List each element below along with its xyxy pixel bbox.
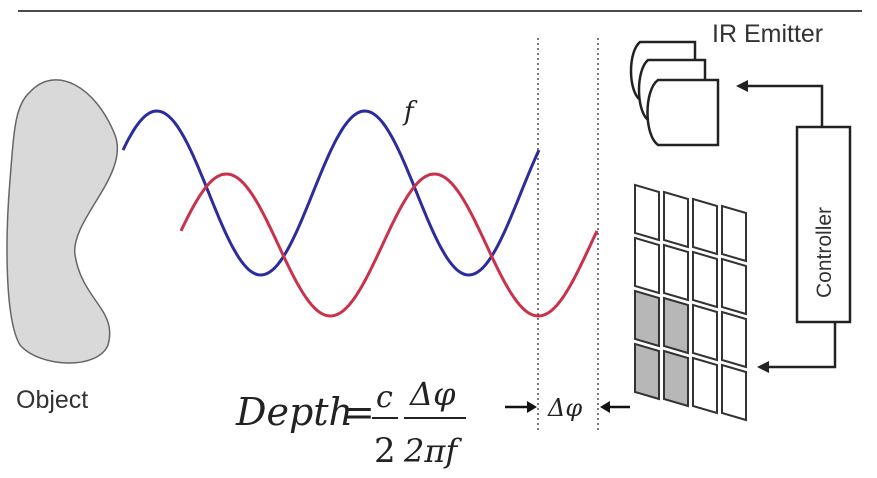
sensor-pixel xyxy=(721,257,747,316)
formula-two: 2 xyxy=(374,431,396,471)
sensor-pixel xyxy=(692,250,718,309)
formula-two-pi-f: 2πf xyxy=(403,432,462,470)
formula-equals: = xyxy=(343,390,375,434)
controller-to-sensor-arrow xyxy=(757,322,837,373)
frequency-label: f xyxy=(402,97,418,127)
controller-label: Controller xyxy=(813,207,836,298)
sensor-pixel xyxy=(663,349,689,408)
sensor-pixel xyxy=(721,310,747,369)
reflected-wave xyxy=(179,172,599,318)
sensor-pixel xyxy=(692,303,718,362)
sensor-pixel xyxy=(721,204,747,263)
ir-emitter-icon xyxy=(629,40,720,147)
controller-to-emitter-arrow xyxy=(736,80,824,127)
depth-formula: Depth = c 2 Δφ 2πf xyxy=(235,375,466,471)
sensor-pixel xyxy=(721,363,747,422)
ir-emitter-label: IR Emitter xyxy=(712,20,823,48)
sensor-pixel xyxy=(663,296,689,355)
sensor-array xyxy=(634,183,747,422)
sensor-pixel xyxy=(634,289,660,348)
sensor-pixel xyxy=(692,356,718,415)
controller-box xyxy=(795,125,852,324)
phase-shift-indicator: Δφ xyxy=(505,394,630,422)
sensor-pixel xyxy=(663,243,689,302)
formula-c: c xyxy=(376,380,393,415)
sensor-pixel xyxy=(634,183,660,242)
sensor-pixel xyxy=(634,342,660,401)
object-label: Object xyxy=(16,386,88,414)
sensor-pixel xyxy=(692,197,718,256)
formula-delta-phi: Δφ xyxy=(408,375,456,413)
emitted-wave xyxy=(121,109,541,277)
sensor-pixel xyxy=(634,236,660,295)
object-shape xyxy=(6,79,118,364)
formula-lhs: Depth xyxy=(235,390,353,434)
sensor-pixel xyxy=(663,190,689,249)
phase-shift-label: Δφ xyxy=(547,394,582,422)
